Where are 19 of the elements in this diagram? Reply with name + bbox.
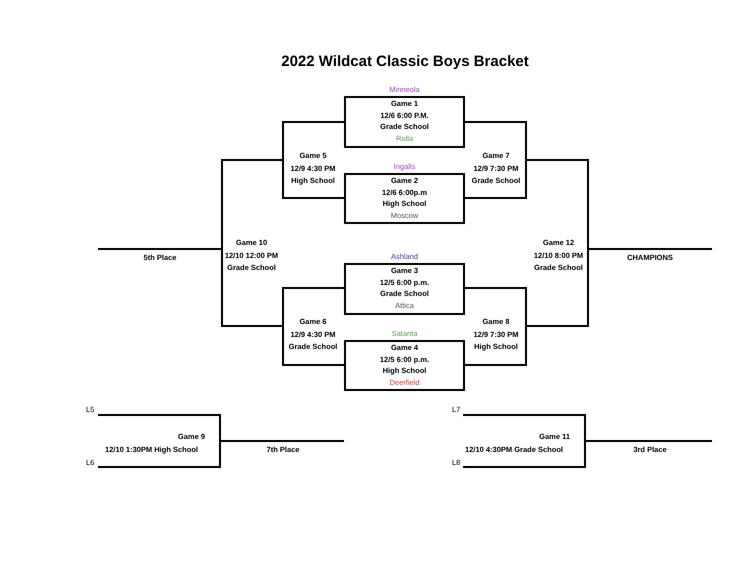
bracket-line [465,287,527,289]
bracket-line [465,121,527,123]
bracket-line [282,287,344,289]
bracket-line [282,121,344,123]
bracket-line [221,325,282,327]
bracket-line [586,440,712,442]
bracket-line [589,248,712,250]
bracket-line [527,159,589,161]
bracket-title: 2022 Wildcat Classic Boys Bracket [280,53,530,70]
bracket-line [98,414,221,468]
bracket-line [221,440,344,442]
bracket-line [465,197,527,199]
bracket-line [221,159,282,161]
bracket-line [465,364,527,366]
bracket-line [463,414,586,468]
bracket-line [527,325,589,327]
bracket-line [282,197,344,199]
bracket-line [98,248,221,250]
bracket-line [282,364,344,366]
